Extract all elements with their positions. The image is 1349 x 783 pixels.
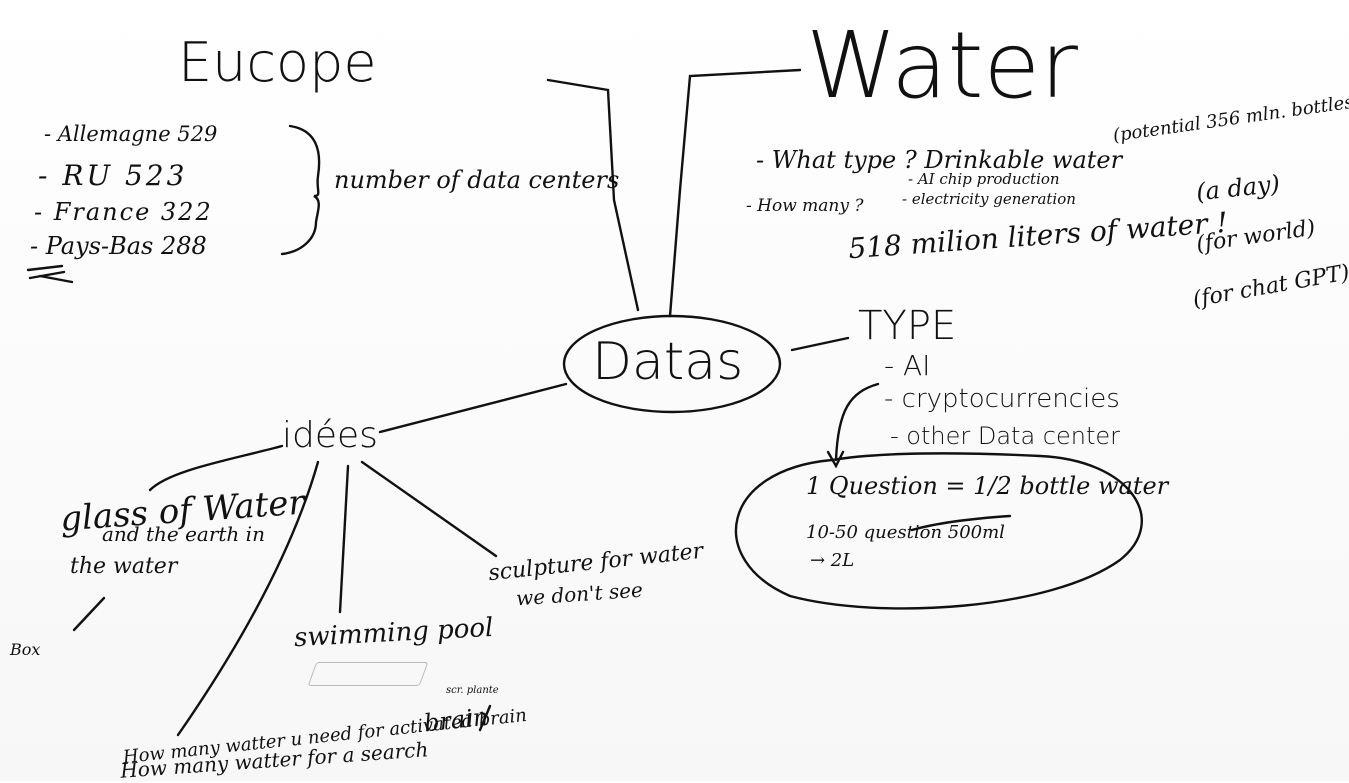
center-label: Datas bbox=[592, 332, 744, 392]
line-to-water bbox=[668, 68, 802, 318]
line-to-sculpture bbox=[360, 460, 498, 558]
bubble-line-3: → 2L bbox=[810, 550, 855, 571]
underline bbox=[910, 514, 1012, 532]
center-ellipse bbox=[562, 314, 782, 414]
brain-slash bbox=[478, 704, 492, 732]
type-item-3: - other Data center bbox=[890, 422, 1121, 450]
line-to-glass bbox=[148, 444, 284, 492]
europe-item-3: - France 322 bbox=[34, 198, 213, 226]
europe-brace bbox=[280, 124, 321, 256]
type-title: TYPE bbox=[858, 303, 957, 349]
water-title: Water bbox=[806, 12, 1078, 119]
ai-arrow-head bbox=[826, 450, 845, 469]
glass-line-2: and the earth in bbox=[102, 522, 265, 546]
idees-title: idées bbox=[282, 415, 378, 456]
ai-arrow bbox=[834, 382, 880, 462]
europe-item-4: - Pays-Bas 288 bbox=[30, 232, 207, 260]
brain-small-note: scr. plante bbox=[446, 685, 499, 696]
bubble-line-1: 1 Question = 1/2 bottle water bbox=[806, 472, 1169, 500]
line-to-box bbox=[72, 596, 106, 632]
water-sub-2: - electricity generation bbox=[902, 190, 1076, 208]
water-line-1: - What type ? Drinkable water bbox=[756, 146, 1123, 174]
europe-brace-note: number of data centers bbox=[334, 166, 620, 194]
type-item-2: - cryptocurrencies bbox=[884, 384, 1120, 414]
europe-item-1: - Allemagne 529 bbox=[44, 122, 218, 146]
bubble-line-2: 10-50 question 500ml bbox=[806, 522, 1005, 543]
water-line-2: - How many ? bbox=[746, 196, 864, 216]
line-to-europe bbox=[546, 78, 640, 312]
line-to-type bbox=[790, 336, 850, 352]
line-to-question bbox=[176, 460, 320, 737]
water-sub-1: - AI chip production bbox=[908, 170, 1060, 188]
pool-sketch bbox=[307, 662, 429, 686]
scribble-1 bbox=[26, 264, 74, 284]
box-label: Box bbox=[10, 640, 41, 659]
type-bubble bbox=[734, 452, 1143, 610]
glass-line-3: the water bbox=[70, 554, 178, 579]
line-to-pool bbox=[338, 464, 350, 614]
line-to-idees bbox=[378, 382, 568, 434]
europe-title: Eucope bbox=[178, 31, 377, 94]
europe-item-2: - RU 523 bbox=[38, 159, 188, 192]
type-item-1: - AI bbox=[884, 349, 931, 382]
